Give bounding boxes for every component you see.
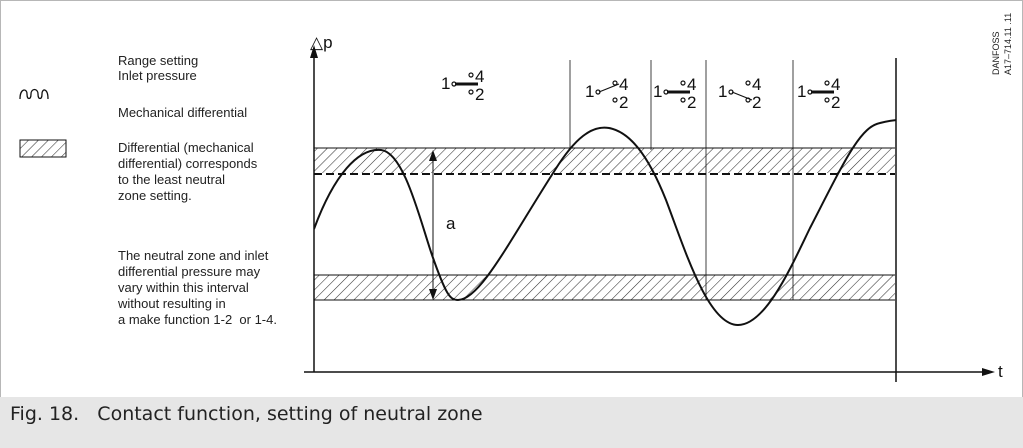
legend-neutral-zone-line-2: differential pressure may [118,264,261,279]
legend-differential-line-4: zone setting. [118,188,192,203]
legend-differential-line-3: to the least neutral [118,172,225,187]
svg-text:4: 4 [687,75,696,94]
svg-text:2: 2 [475,85,484,104]
x-axis-arrow [982,368,995,376]
svg-text:1: 1 [718,82,727,101]
inlet-pressure-curve [314,119,896,327]
legend-neutral-zone-line-1: The neutral zone and inlet [118,248,269,263]
svg-text:1: 1 [441,74,450,93]
danfoss-reference-tag: DANFOSS A17–714.11 .11 [991,13,1013,75]
y-axis-arrow [310,45,318,58]
svg-text:4: 4 [752,75,761,94]
legend-differential-line-2: differential) corresponds [118,156,258,171]
legend-neutral-zone-line-4: without resulting in [118,296,226,311]
y-axis-label: △p [310,33,333,52]
svg-text:4: 4 [475,67,484,86]
legend-mechanical-differential: Mechanical differential [118,105,248,120]
svg-text:A17–714.11 .11: A17–714.11 .11 [1003,13,1013,75]
contact-symbol-1: 1 4 2 [441,67,484,104]
legend-neutral-zone-line-3: vary within this interval [118,280,249,295]
svg-text:2: 2 [619,93,628,112]
svg-text:2: 2 [687,93,696,112]
neutral-zone-diagram: △p t a 1 4 2 1 4 2 1 4 2 1 [19,33,1003,382]
contact-symbol-4: 1 4 2 [718,75,761,112]
svg-text:1: 1 [653,82,662,101]
svg-text:2: 2 [831,93,840,112]
contact-symbol-3: 1 4 2 [653,75,696,112]
caption-band [0,397,1023,448]
legend-inlet-pressure: Inlet pressure [118,68,197,83]
svg-text:DANFOSS: DANFOSS [991,31,1001,75]
x-axis-label: t [998,362,1003,381]
contact-symbol-5: 1 4 2 [797,75,840,112]
svg-text:2: 2 [752,93,761,112]
figure-caption: Fig. 18. Contact function, setting of ne… [10,403,483,425]
wave-icon [19,88,49,100]
svg-text:1: 1 [797,82,806,101]
svg-text:1: 1 [585,82,594,101]
legend-range-setting: Range setting [118,53,199,68]
legend-neutral-zone-line-5: a make function 1-2 or 1-4. [118,312,277,327]
legend-differential-line-1: Differential (mechanical [118,140,254,155]
upper-differential-band [314,148,895,173]
differential-label: a [446,214,456,233]
svg-text:4: 4 [831,75,840,94]
lower-differential-band [314,275,895,300]
svg-text:4: 4 [619,75,628,94]
contact-symbol-2: 1 4 2 [585,75,628,112]
hatch-swatch-icon [19,139,67,158]
